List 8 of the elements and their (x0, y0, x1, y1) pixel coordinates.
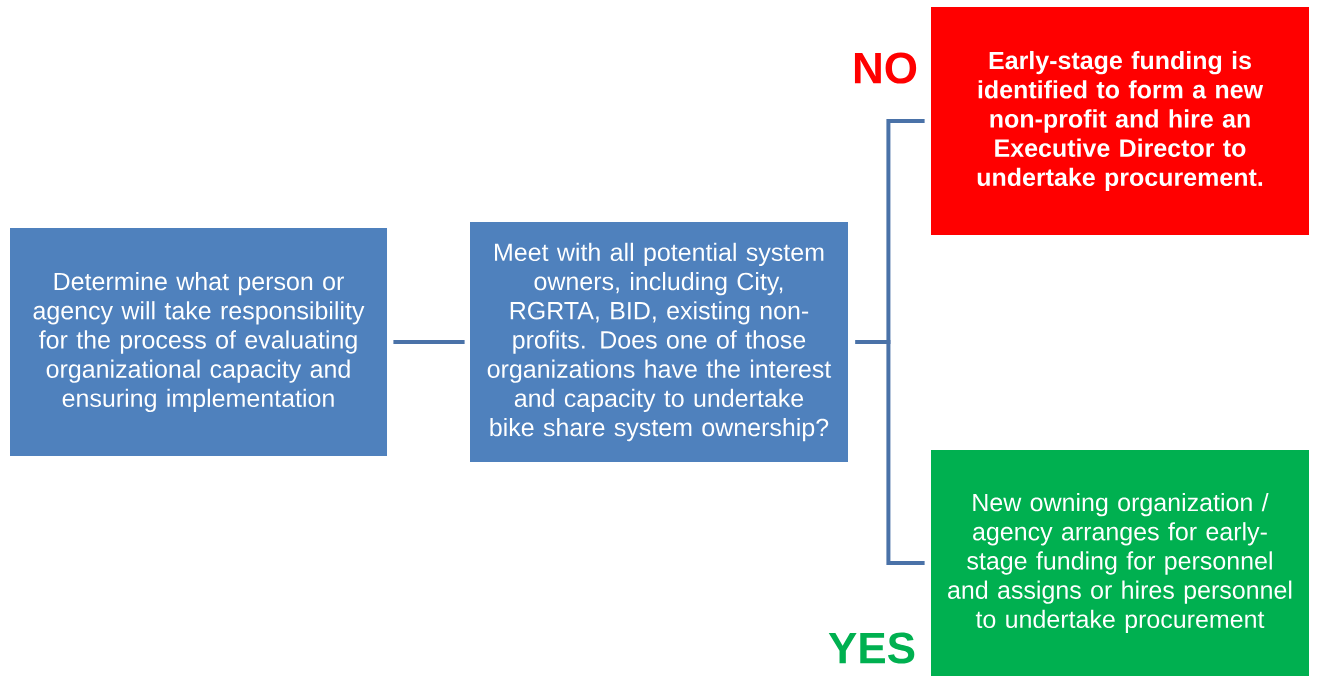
process-box: Meet with all potential system owners, including City, RGRTA, BID, existing non-profits. Does one of those organizations have the interest and capacity to undertake bike share system ownership? (470, 222, 848, 462)
process-box: Determine what person or agency will take responsibility for the process of evaluating organizational capacity and ensuring implementation (10, 228, 387, 456)
answer-label: NO (854, 52, 917, 84)
connector-line (855, 340, 925, 565)
connector-line (393, 340, 465, 344)
process-box: Early-stage funding is identified to form a new non-profit and hire an Executive Director to undertake procurement. (931, 7, 1309, 235)
answer-label: YES (828, 632, 915, 664)
process-box: New owning organization / agency arranges for early-stage funding for personnel and assigns or hires personnel to undertake procurement (931, 450, 1309, 676)
